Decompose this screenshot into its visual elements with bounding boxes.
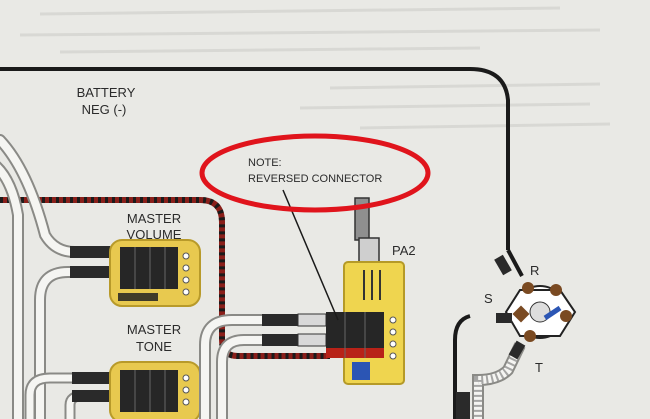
battery-negative-wire: [0, 67, 510, 250]
master-tone-label-line1: MASTER: [127, 322, 181, 337]
battery-label-line1: BATTERY: [77, 85, 136, 100]
output-jack: [453, 249, 577, 419]
jack-s-label: S: [484, 291, 493, 306]
paper-background-texture: [19, 6, 611, 130]
pa2-input-cables: [199, 314, 276, 419]
pa2-plugs: [262, 313, 327, 347]
master-tone-label-line2: TONE: [136, 339, 172, 354]
master-tone-pot: [109, 361, 201, 419]
note-label-line1: NOTE:: [248, 157, 282, 169]
master-volume-pot: [109, 239, 201, 307]
jack-t-label: T: [535, 360, 543, 375]
master-volume-label-line1: MASTER: [127, 211, 181, 226]
pa2-module: [326, 197, 405, 385]
note-label-line2: REVERSED CONNECTOR: [248, 173, 382, 185]
jack-r-label: R: [530, 263, 539, 278]
master-volume-label-line2: VOLUME: [127, 227, 182, 242]
pa2-label: PA2: [392, 243, 416, 258]
reversed-connector-highlight: [199, 133, 431, 213]
left-cable-plugs: [70, 246, 112, 402]
left-shielded-cables: [0, 134, 126, 419]
battery-label-line2: NEG (-): [82, 102, 127, 117]
